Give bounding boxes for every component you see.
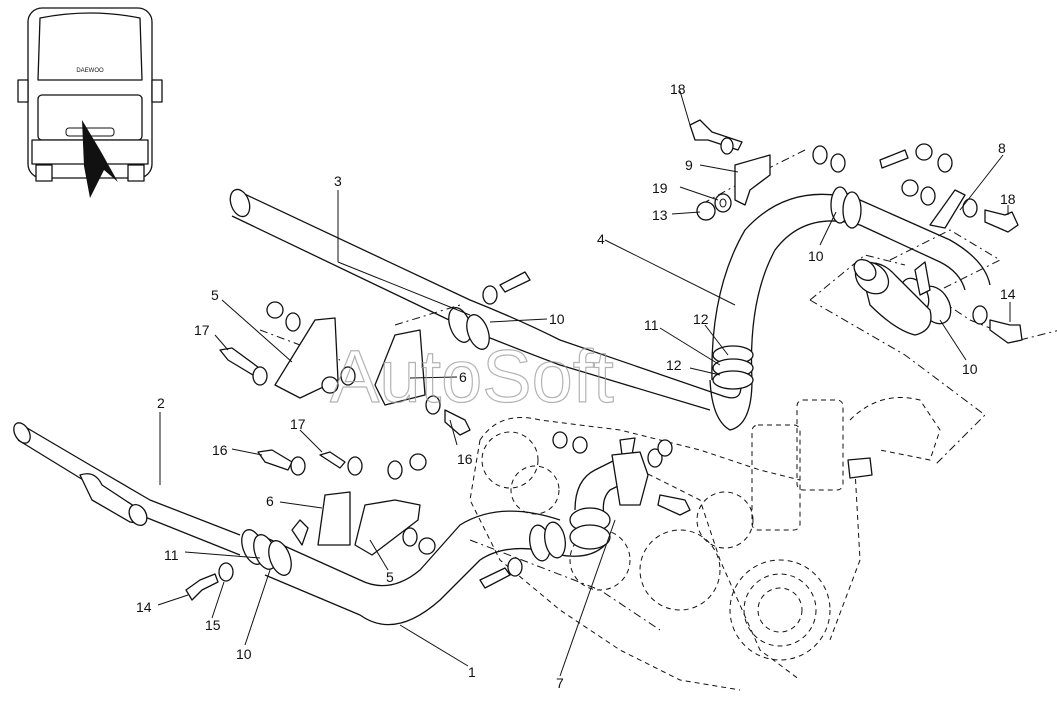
thermostat-housing <box>751 424 801 531</box>
callout-19: 19 <box>652 180 668 196</box>
hose-clamps <box>241 186 952 576</box>
callout-6-lower: 6 <box>266 493 274 509</box>
bolt-14-right <box>989 319 1023 344</box>
callout-14-right: 14 <box>1000 286 1016 302</box>
callout-17-lower: 17 <box>290 416 306 432</box>
callout-10-upper-right: 10 <box>808 248 824 264</box>
callout-10-upper-left: 10 <box>549 311 565 327</box>
callout-3: 3 <box>334 173 342 189</box>
callout-11-lower: 11 <box>164 547 179 563</box>
leader-lines <box>157 90 1011 677</box>
bolt-18-top <box>689 119 743 151</box>
callout-11-upper: 11 <box>644 317 659 333</box>
bolt-14-lower <box>185 573 219 601</box>
callout-5-lower: 5 <box>386 569 394 585</box>
callout-6-upper: 6 <box>459 369 467 385</box>
callout-5-upper: 5 <box>211 287 219 303</box>
pipe-2 <box>13 422 241 556</box>
bracket-6-lower <box>317 491 351 546</box>
bus-locator: DAEWOO <box>17 7 163 198</box>
callout-12-lower: 12 <box>666 357 682 373</box>
bus-badge: DAEWOO <box>76 68 104 74</box>
callout-8: 8 <box>998 140 1006 156</box>
watermark-text: AutoSoft <box>330 335 614 418</box>
pipe-1 <box>259 510 561 626</box>
callout-16-upper: 16 <box>457 451 473 467</box>
bolt-17-lower <box>319 451 346 469</box>
bracket-5-upper <box>274 317 339 399</box>
callout-17-upper: 17 <box>194 322 210 338</box>
callout-16-lower: 16 <box>212 442 228 458</box>
callout-18-right: 18 <box>1000 191 1016 207</box>
callout-2: 2 <box>157 395 165 411</box>
bolt-18-right <box>984 209 1019 233</box>
callout-14-lower: 14 <box>136 599 152 615</box>
callout-18-top: 18 <box>670 81 686 97</box>
bracket-6-upper <box>374 329 426 406</box>
callout-4: 4 <box>597 231 605 247</box>
callout-13: 13 <box>652 207 668 223</box>
callout-10-lower: 10 <box>236 646 252 662</box>
callout-labels: 3 2 4 5 17 16 17 6 10 16 6 5 11 14 15 10… <box>136 81 1016 691</box>
callout-7: 7 <box>556 675 564 691</box>
callout-9: 9 <box>685 157 693 173</box>
callout-1: 1 <box>468 664 476 680</box>
engine-block <box>469 397 941 691</box>
bolt-16-upper <box>444 409 471 436</box>
fasteners <box>185 119 1023 601</box>
bolt-16-lower <box>257 449 293 471</box>
callout-10-right: 10 <box>962 361 978 377</box>
bracket-8 <box>929 189 966 229</box>
bus-rear-window <box>37 12 143 81</box>
view-arrow-icon <box>82 120 118 198</box>
callout-12-upper: 12 <box>693 311 709 327</box>
bracket-9 <box>734 154 771 206</box>
pipe-4 <box>709 193 991 431</box>
callout-15: 15 <box>205 617 221 633</box>
pipe-7 <box>559 437 649 557</box>
